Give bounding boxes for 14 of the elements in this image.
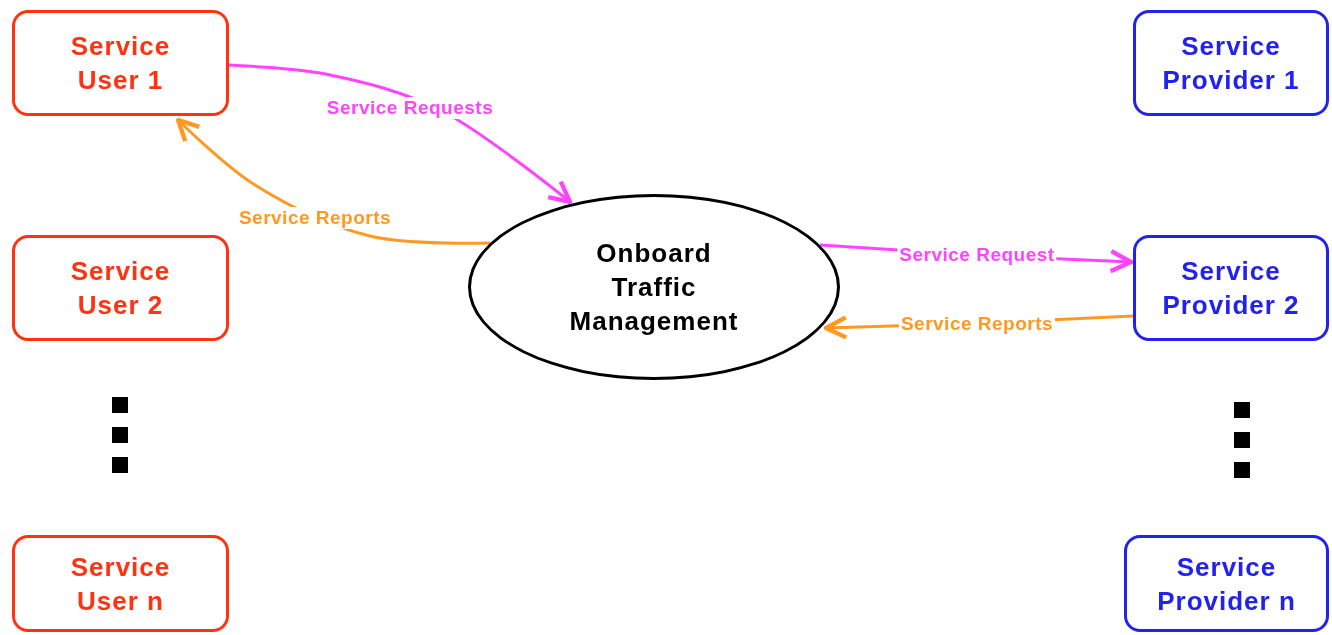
node-label: Service User 2	[69, 255, 172, 322]
node-label: Service Provider 2	[1161, 255, 1301, 322]
process-label: Onboard Traffic Management	[568, 237, 740, 338]
service-user-box	[12, 10, 229, 116]
node-label: Service Provider 1	[1161, 30, 1301, 97]
service-provider-box	[1133, 10, 1329, 116]
node-label: Service Provider n	[1156, 550, 1297, 618]
node-label: Service User n	[69, 550, 172, 618]
service-provider-box	[1133, 235, 1329, 341]
node-label: Service User 1	[69, 30, 172, 97]
service-user-box	[12, 235, 229, 341]
service-provider-box	[1124, 535, 1329, 632]
service-user-box	[12, 535, 229, 632]
arrow	[228, 63, 573, 205]
